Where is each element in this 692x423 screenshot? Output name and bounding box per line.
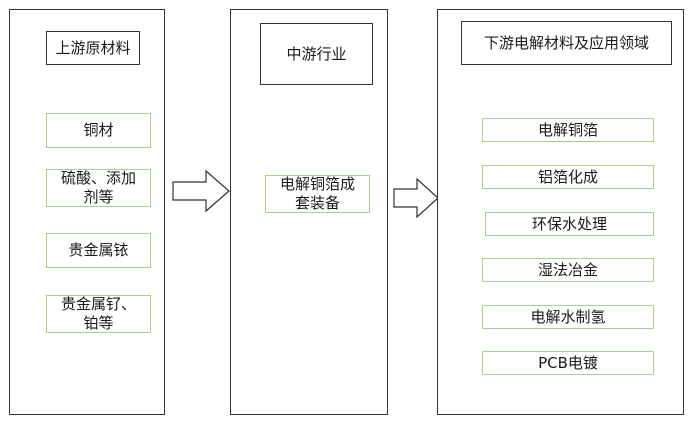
upstream-item-copper: 铜材 xyxy=(46,113,151,148)
upstream-item-acid: 硫酸、添加 剂等 xyxy=(46,169,151,207)
upstream-panel xyxy=(9,9,165,415)
upstream-title: 上游原材料 xyxy=(46,31,140,65)
upstream-item-ruthenium: 贵金属钌、 铂等 xyxy=(46,295,151,333)
midstream-title: 中游行业 xyxy=(260,23,373,85)
downstream-title: 下游电解材料及应用领域 xyxy=(461,21,672,65)
arrow-right-icon xyxy=(172,169,230,213)
upstream-item-iridium: 贵金属铱 xyxy=(46,233,151,268)
downstream-item-hydrometallurgy: 湿法冶金 xyxy=(482,258,654,282)
arrow-right-icon xyxy=(393,177,439,219)
downstream-item-copper-foil: 电解铜箔 xyxy=(482,118,654,142)
downstream-item-water-treatment: 环保水处理 xyxy=(485,212,654,236)
downstream-item-hydrogen: 电解水制氢 xyxy=(482,305,654,329)
downstream-item-aluminum-foil: 铝箔化成 xyxy=(482,165,654,189)
midstream-item-equipment: 电解铜箔成 套装备 xyxy=(265,175,370,213)
downstream-item-pcb-plating: PCB电镀 xyxy=(482,351,654,375)
